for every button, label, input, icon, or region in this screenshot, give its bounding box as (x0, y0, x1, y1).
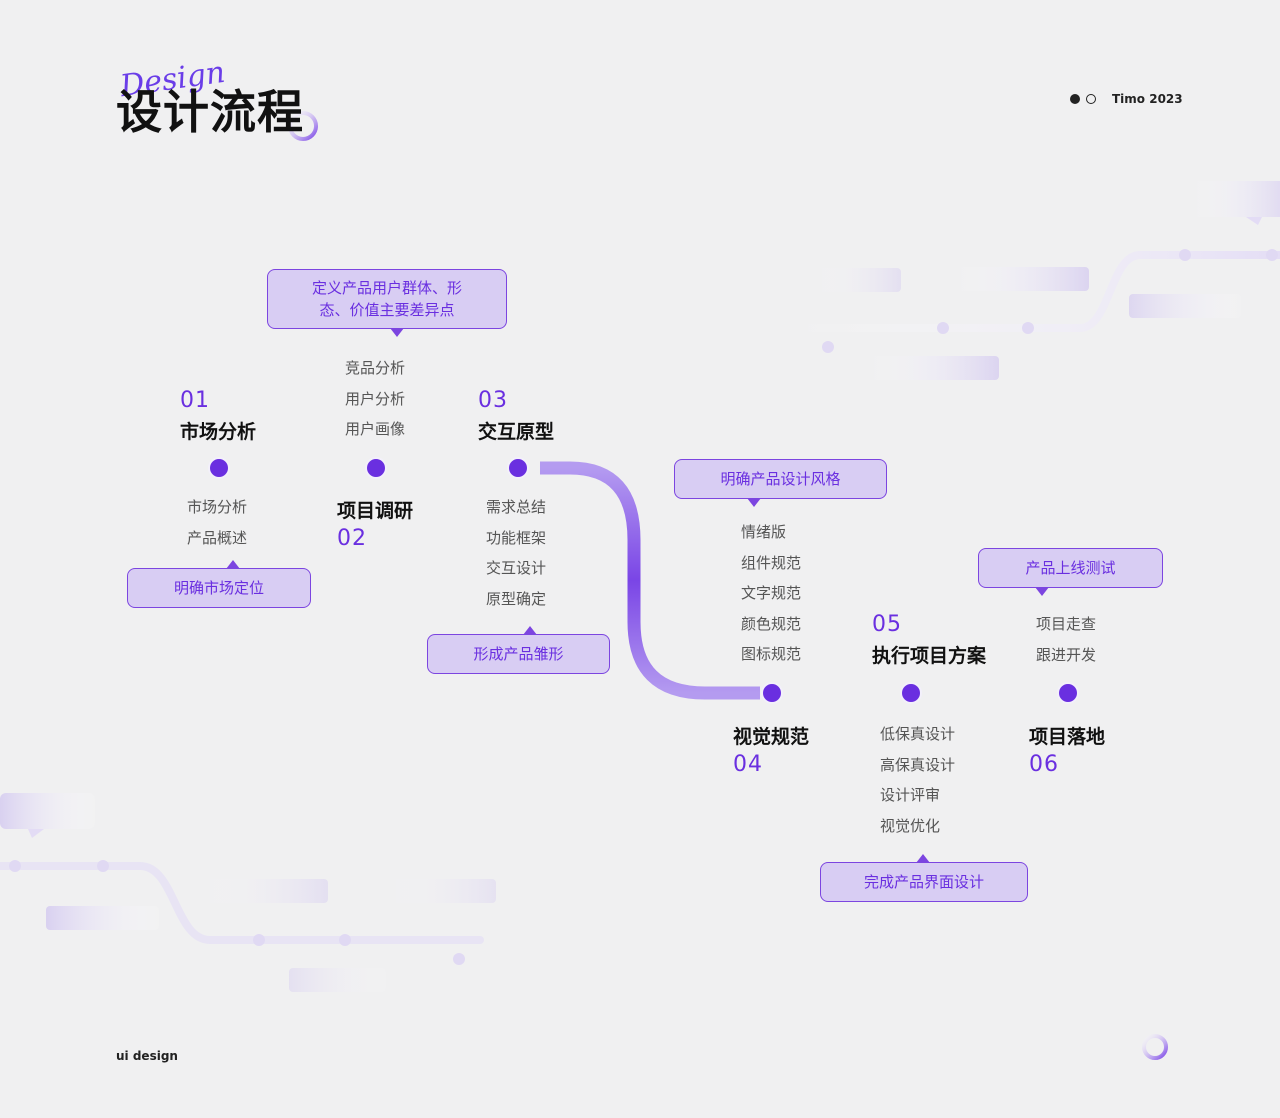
step-05-note-text: 完成产品界面设计 (863, 873, 984, 891)
list-item: 竞品分析 (345, 359, 406, 377)
list-item: 颜色规范 (741, 614, 802, 633)
list-item: 用户分析 (345, 389, 406, 408)
step-06-number: 06 (1029, 752, 1059, 777)
step-03-items: 需求总结 功能框架 交互设计 原型确定 (486, 492, 546, 614)
step-03-note-text: 形成产品雏形 (473, 645, 564, 663)
step-05-note: 完成产品界面设计 (820, 854, 1028, 902)
step-05-items: 低保真设计 高保真设计 设计评审 视觉优化 (880, 719, 955, 841)
step-06-note: 产品上线测试 (978, 548, 1163, 596)
step-02-note: 定义产品用户群体、形态、价值主要差异点 (267, 269, 507, 337)
dot-outline-icon (1086, 94, 1096, 104)
step-04-note: 明确产品设计风格 (674, 459, 887, 507)
list-item: 需求总结 (486, 498, 547, 516)
list-item: 原型确定 (486, 589, 547, 608)
list-item: 组件规范 (741, 553, 802, 572)
step-06-note-text: 产品上线测试 (1025, 559, 1116, 577)
step-02-items: 竞品分析 用户分析 用户画像 (345, 353, 405, 445)
step-03-note: 形成产品雏形 (427, 626, 610, 674)
step-node-05 (900, 682, 922, 704)
step-02-note-text: 定义产品用户群体、形态、价值主要差异点 (311, 279, 462, 319)
dot-filled-icon (1070, 94, 1080, 104)
list-item: 设计评审 (880, 786, 941, 804)
step-04-items: 情绪版 组件规范 文字规范 颜色规范 图标规范 (741, 517, 801, 670)
list-item: 高保真设计 (880, 755, 956, 774)
brand-label: Timo 2023 (1112, 92, 1183, 106)
list-item: 用户画像 (345, 420, 406, 438)
step-04-number: 04 (733, 752, 763, 777)
list-item: 情绪版 (741, 523, 787, 541)
list-item: 图标规范 (741, 645, 802, 663)
step-02-number: 02 (337, 526, 367, 551)
step-01-title: 市场分析 (180, 421, 257, 443)
step-03-number: 03 (478, 388, 508, 413)
step-02-title: 项目调研 (337, 500, 414, 522)
step-05-title: 执行项目方案 (872, 645, 987, 667)
list-item: 视觉优化 (880, 816, 941, 835)
step-01-number: 01 (180, 388, 210, 413)
list-item: 交互设计 (486, 559, 547, 577)
list-item: 项目走查 (1036, 615, 1097, 633)
header-brand: Timo 2023 (1070, 92, 1183, 106)
step-01-items: 市场分析 产品概述 (187, 492, 247, 553)
step-node-04 (761, 682, 783, 704)
step-node-02 (365, 457, 387, 479)
step-04-note-text: 明确产品设计风格 (720, 470, 841, 488)
page-title: 设计流程 (116, 85, 304, 139)
list-item: 市场分析 (187, 498, 248, 516)
list-item: 文字规范 (741, 584, 802, 602)
step-03-title: 交互原型 (478, 421, 555, 443)
step-node-01 (208, 457, 230, 479)
step-node-06 (1057, 682, 1079, 704)
step-01-note: 明确市场定位 (127, 560, 311, 608)
step-05-number: 05 (872, 612, 902, 637)
list-item: 低保真设计 (880, 725, 956, 743)
step-04-title: 视觉规范 (733, 726, 810, 748)
step-06-items: 项目走查 跟进开发 (1036, 609, 1096, 670)
step-06-title: 项目落地 (1029, 726, 1106, 748)
list-item: 跟进开发 (1036, 645, 1097, 664)
track-curve (540, 461, 760, 700)
list-item: 产品概述 (187, 528, 248, 547)
step-node-03 (507, 457, 529, 479)
list-item: 功能框架 (486, 528, 547, 547)
step-01-note-text: 明确市场定位 (173, 579, 264, 597)
footer-label: ui design (116, 1049, 178, 1063)
